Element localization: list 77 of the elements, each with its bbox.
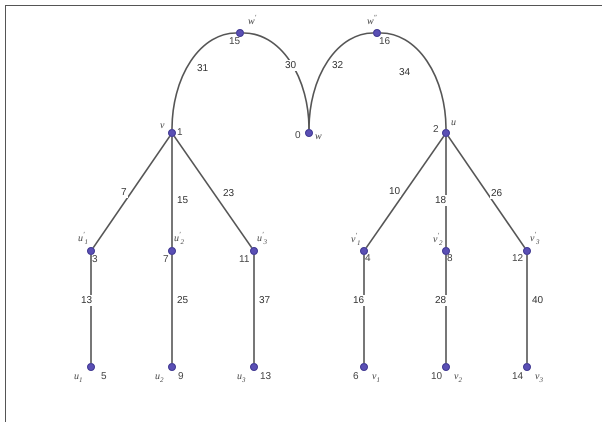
edge-label: 37 [258, 295, 272, 306]
vertex-dot [442, 247, 450, 255]
vertex-dot [442, 363, 450, 371]
vertex-dot [360, 247, 368, 255]
vertex-dot [305, 129, 313, 137]
graph-edge [92, 136, 170, 248]
vertex-dot [373, 29, 381, 37]
vertex-number: 13 [260, 371, 272, 382]
vertex-dot [523, 363, 531, 371]
edge-label: 10 [388, 186, 402, 197]
edge-label: 28 [434, 295, 448, 306]
vertex-number: 15 [229, 36, 240, 47]
vertex-dot [87, 247, 95, 255]
vertex-label: v$_{2}$ [454, 371, 462, 382]
graph-edge [366, 136, 444, 248]
vertex-label: u$_{1}$ [74, 371, 82, 382]
vertex-dot [236, 29, 244, 37]
vertex-number: 9 [178, 371, 184, 382]
edge-label: 32 [331, 60, 344, 71]
graph-edge [526, 255, 528, 363]
vertex-number: 1 [177, 127, 183, 138]
vertex-label: u$_{2}$ [155, 371, 164, 382]
vertex-label: w [315, 131, 322, 142]
vertex-number: 4 [365, 253, 371, 264]
graph-edge [244, 32, 310, 130]
vertex-number: 11 [239, 254, 250, 265]
vertex-label: v$_{3}$ [535, 371, 543, 382]
graph-edge [171, 137, 173, 247]
vertex-number: 7 [163, 254, 169, 265]
edge-label: 25 [176, 295, 190, 306]
edge-label: 40 [531, 295, 544, 306]
edge-label: 13 [80, 295, 94, 306]
vertex-number: 16 [379, 36, 390, 47]
edge-label: 34 [398, 67, 412, 78]
graph-edge [171, 32, 236, 130]
vertex-number: 12 [512, 253, 524, 264]
edge-label: 31 [196, 63, 210, 74]
graph-edge [448, 136, 526, 248]
graph-edge [380, 32, 447, 130]
graph-edge [308, 32, 374, 130]
edge-label: 26 [490, 188, 504, 199]
graph-edge [253, 255, 255, 363]
vertex-number: 6 [353, 371, 359, 382]
vertex-dot [87, 363, 95, 371]
vertex-dot [250, 363, 258, 371]
vertex-dot [360, 363, 368, 371]
vertex-number: 8 [447, 253, 453, 264]
graph-edge [174, 136, 252, 248]
edge-label: 7 [120, 187, 128, 198]
vertex-number: 3 [92, 254, 98, 265]
edge-label: 23 [222, 188, 236, 199]
vertex-dot [250, 247, 258, 255]
vertex-label: v [160, 120, 164, 131]
vertex-dot [523, 247, 531, 255]
vertex-label: w$^{″}$ [367, 16, 377, 27]
vertex-dot [442, 129, 450, 137]
graph-edge [171, 255, 173, 363]
vertex-dot [168, 247, 176, 255]
vertex-label: w$^{′}$ [248, 16, 256, 27]
edge-label: 15 [176, 195, 190, 206]
graph-edge [445, 255, 447, 363]
vertex-dot [168, 129, 176, 137]
vertex-label: v$_{1}$ [372, 371, 380, 382]
vertex-number: 0 [295, 130, 301, 141]
edge-label: 18 [434, 195, 448, 206]
edge-label: 30 [284, 60, 298, 71]
graph-edge [363, 255, 365, 363]
vertex-dot [168, 363, 176, 371]
vertex-number: 2 [433, 124, 439, 135]
vertex-label: u [451, 117, 456, 128]
edge-label: 16 [352, 295, 366, 306]
vertex-label: u$_{3}$ [237, 371, 246, 382]
vertex-number: 14 [512, 371, 524, 382]
vertex-number: 10 [431, 371, 442, 382]
graph-edge [445, 137, 447, 247]
vertex-number: 5 [101, 371, 107, 382]
graph-edge [90, 255, 92, 363]
